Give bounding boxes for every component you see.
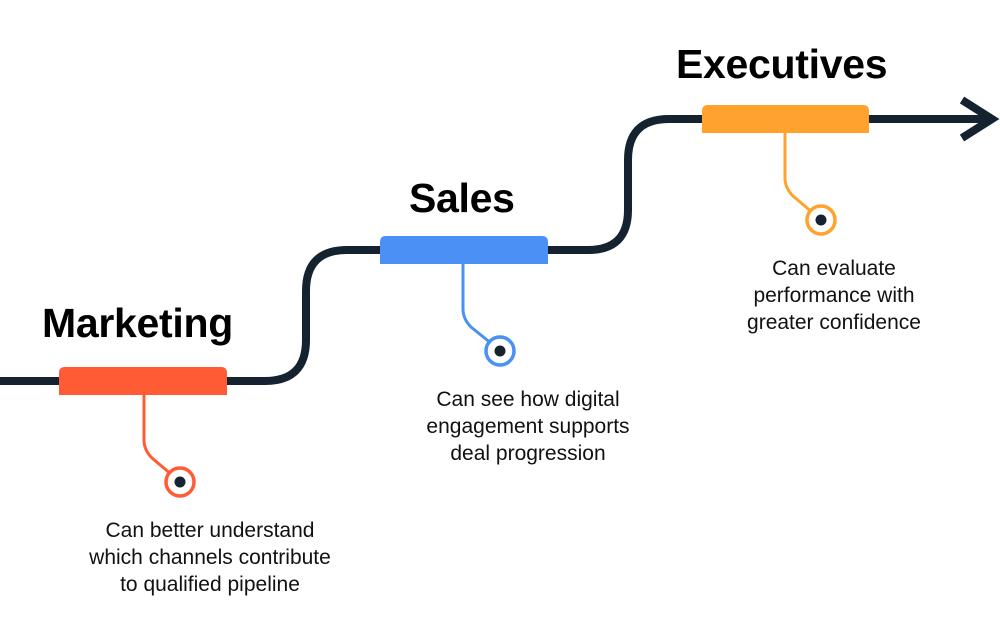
- stage-marketing-marker: [59, 367, 227, 498]
- stage-description-marketing: Can better understand which channels con…: [60, 517, 360, 598]
- description-line: Can evaluate: [772, 257, 896, 280]
- stage-title-executives: Executives: [676, 41, 888, 87]
- description-line: to qualified pipeline: [120, 573, 300, 596]
- sales-connector: [461, 264, 493, 346]
- stage-description-executives: Can evaluate performance with greater co…: [684, 255, 984, 336]
- description-line: deal progression: [450, 442, 606, 465]
- description-line: greater confidence: [747, 311, 921, 334]
- description-line: Can see how digital: [436, 388, 620, 411]
- executives-connector: [783, 133, 814, 215]
- description-line: performance with: [753, 284, 915, 307]
- description-line: which channels contribute: [89, 546, 331, 569]
- stage-title-marketing: Marketing: [42, 300, 233, 346]
- stage-description-sales: Can see how digital engagement supports …: [378, 386, 678, 467]
- stage-executives-marker: [702, 105, 869, 236]
- marketing-connector: [142, 395, 173, 477]
- arrow-right-icon: [959, 96, 1000, 142]
- description-line: Can better understand: [105, 519, 315, 542]
- stage-sales-marker: [380, 236, 548, 367]
- stage-title-sales: Sales: [409, 175, 515, 221]
- description-line: engagement supports: [426, 415, 630, 438]
